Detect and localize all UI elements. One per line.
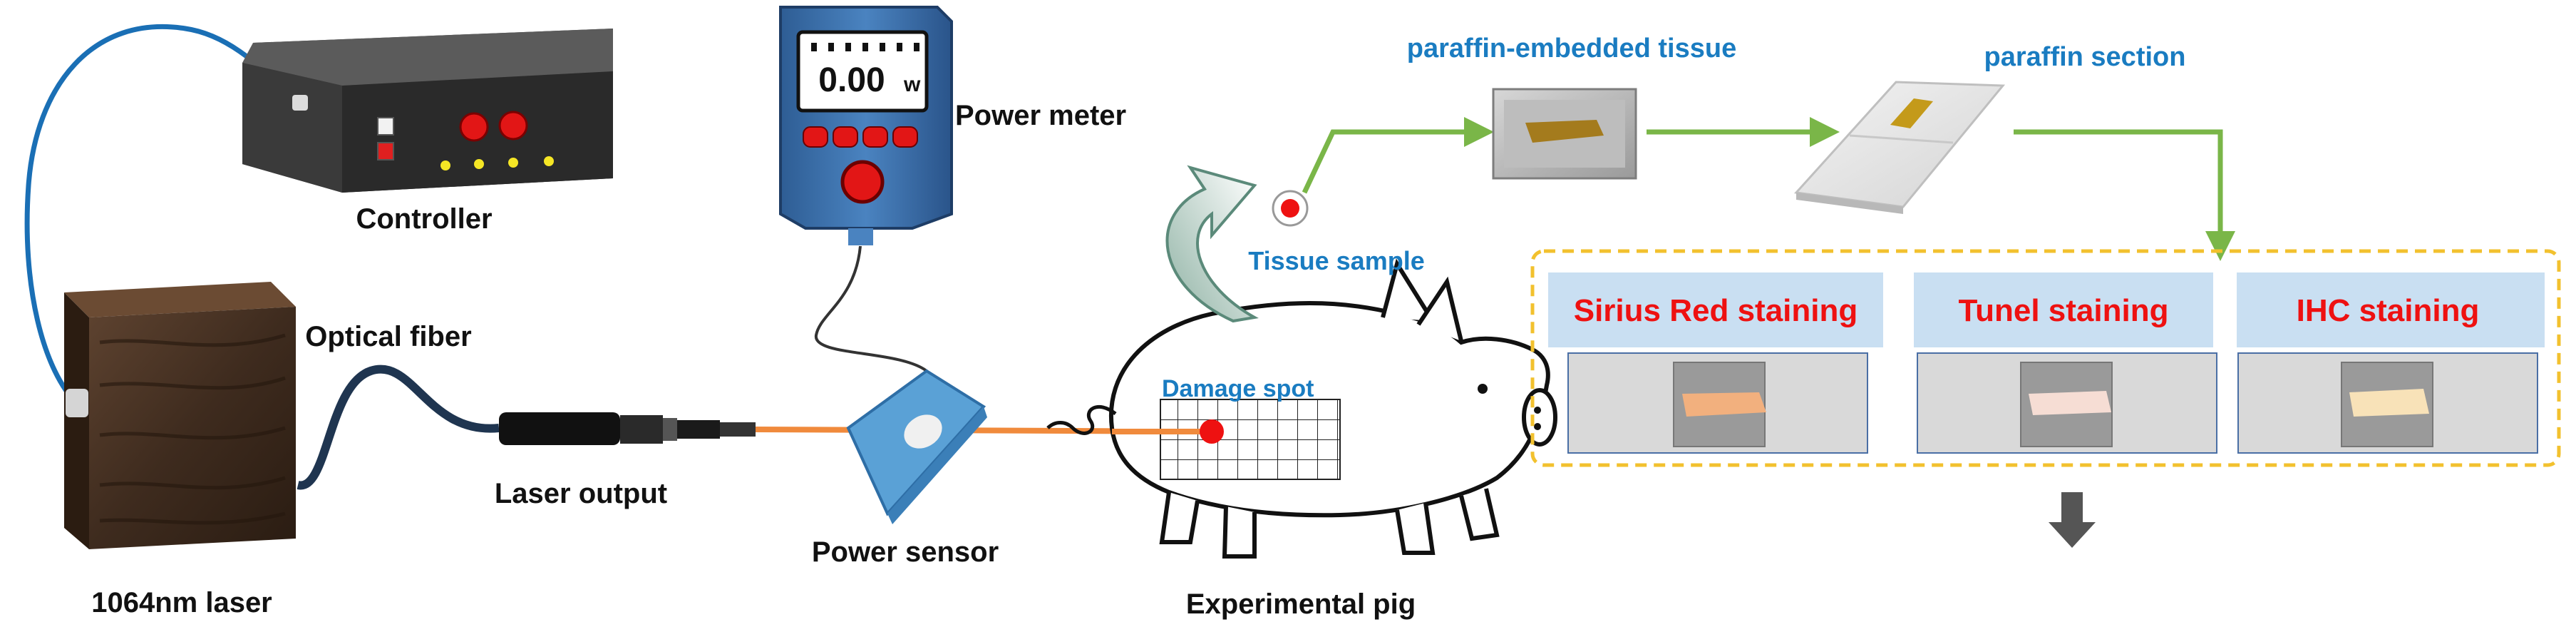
laser-box <box>64 282 296 549</box>
paraffin-section-label: paraffin section <box>1984 42 2186 72</box>
paraffin-block <box>1492 88 1637 180</box>
controller-cable <box>24 24 302 407</box>
damage-spot-label: Damage spot <box>1162 375 1314 402</box>
section-tissue-piece <box>1890 98 1933 128</box>
controller-port-icon <box>292 95 308 111</box>
stain-panel-sirius-red: Sirius Red staining <box>1548 272 1883 454</box>
control-knob-icon <box>459 112 489 142</box>
embedded-tissue-piece <box>1525 120 1604 143</box>
damage-spot-marker <box>1200 419 1224 444</box>
power-meter-label: Power meter <box>955 100 1126 131</box>
stained-tissue-ihc <box>2349 389 2429 417</box>
power-meter-device: 0.00 w <box>779 6 953 245</box>
curved-sample-arrow <box>1165 165 1259 323</box>
down-arrow-icon <box>2049 492 2096 548</box>
stain-label-ihc: IHC staining <box>2297 293 2480 328</box>
pig-eye-icon <box>1478 384 1488 394</box>
flow-arrow-section-to-staining <box>2014 129 2235 261</box>
stained-tissue-sirius-red <box>1682 392 1766 417</box>
experimental-pig-label: Experimental pig <box>1186 588 1416 620</box>
laser-output-label: Laser output <box>495 478 667 509</box>
power-sensor-label: Power sensor <box>812 536 999 568</box>
laser-port-icon <box>66 389 88 417</box>
controller-device <box>242 29 613 193</box>
stain-label-sirius-red: Sirius Red staining <box>1574 293 1858 328</box>
staining-panel <box>1530 249 2561 467</box>
power-sensor-device <box>846 369 987 524</box>
laser-output-head <box>499 412 756 445</box>
power-switch-icon <box>377 117 394 136</box>
paraffin-section-slide <box>1793 81 2006 214</box>
stained-tissue-tunel <box>2029 391 2111 415</box>
optical-fiber-cable <box>297 365 500 490</box>
controller-label: Controller <box>356 203 492 235</box>
pig-illustration <box>1046 258 1557 559</box>
meter-reading: 0.00 <box>818 61 885 99</box>
optical-fiber-label: Optical fiber <box>305 321 471 352</box>
meter-display <box>796 30 929 113</box>
laser-label: 1064nm laser <box>91 587 272 618</box>
meter-buttons <box>803 126 918 148</box>
meter-unit: w <box>903 73 921 96</box>
stain-panel-ihc: IHC staining <box>2237 272 2545 454</box>
meter-knob-icon <box>840 160 885 204</box>
irradiation-grid <box>1160 399 1341 480</box>
tissue-sample-label: Tissue sample <box>1248 246 1424 275</box>
paraffin-embedded-label: paraffin-embedded tissue <box>1407 34 1736 63</box>
stain-label-tunel: Tunel staining <box>1959 293 2169 328</box>
stain-panel-tunel: Tunel staining <box>1914 272 2217 454</box>
flow-arrow-sample-to-block <box>1302 117 1494 194</box>
